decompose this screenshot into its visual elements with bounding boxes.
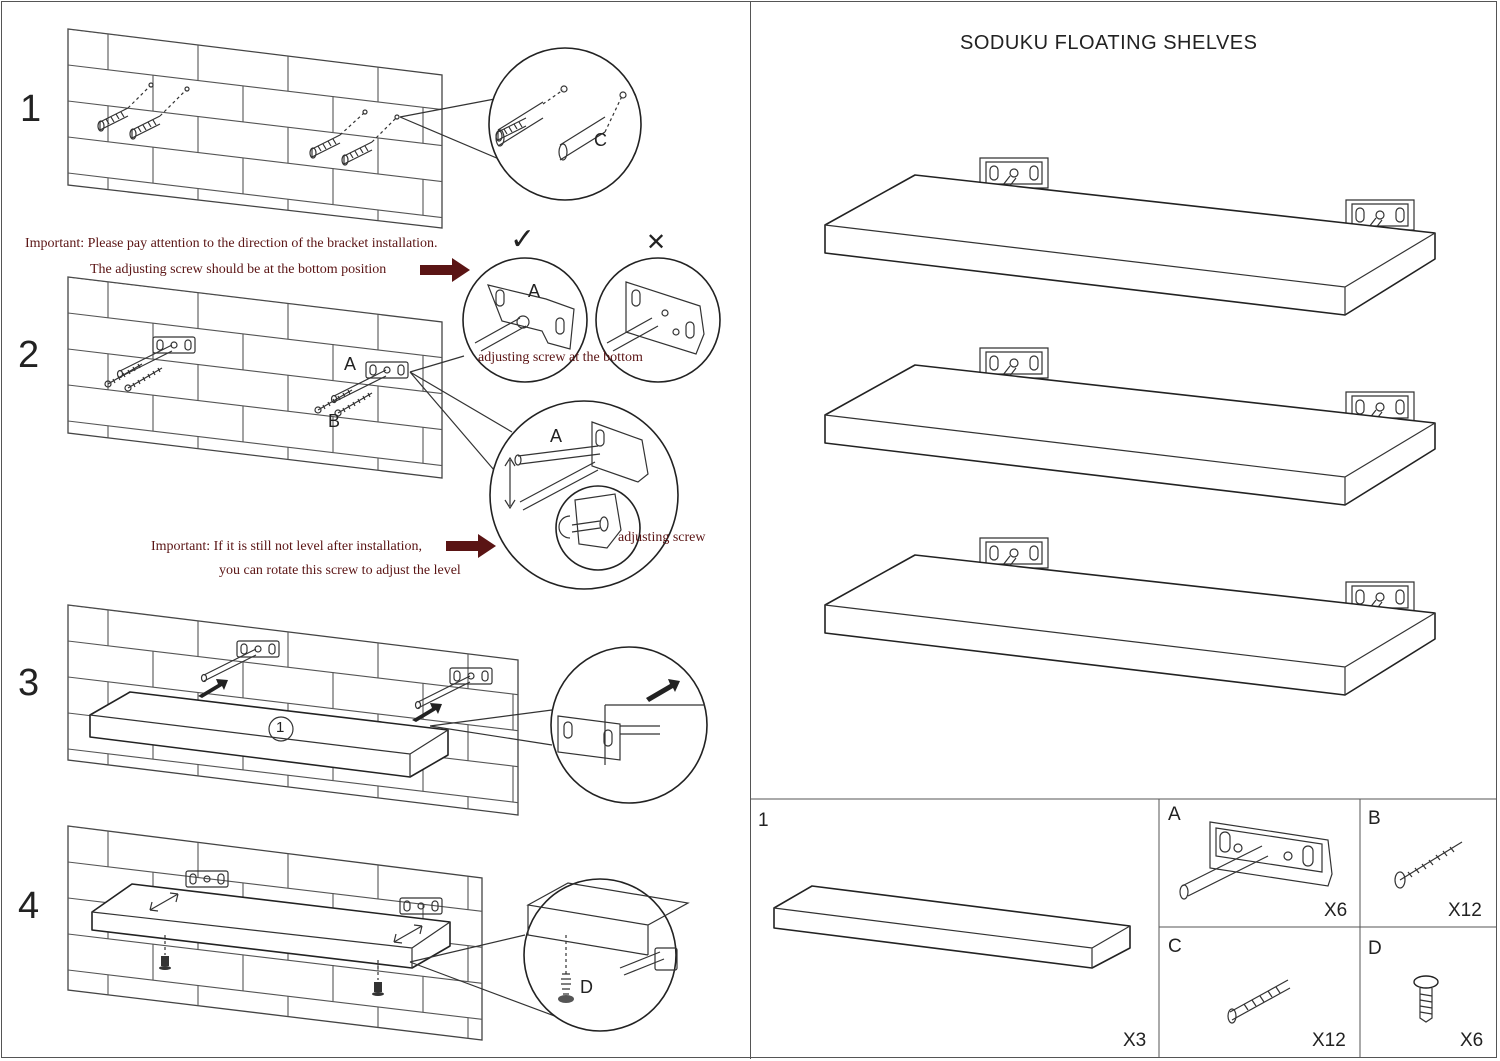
level-adjust-detail [489, 400, 679, 590]
note-level-rotate: you can rotate this screw to adjust the … [219, 563, 461, 578]
arrow-level-adjust [446, 534, 496, 558]
part-b-screw [1394, 841, 1463, 889]
panel-divider [750, 1, 751, 1059]
bracket-correct-detail [462, 257, 588, 383]
part-c-id: C [1168, 936, 1182, 957]
shelf-number-label: 1 [276, 719, 285, 736]
step3-detail-circle [550, 646, 708, 804]
note-adjusting-bottom: The adjusting screw should be at the bot… [90, 262, 387, 277]
label-adjusting-screw: adjusting screw [618, 530, 706, 545]
part-c-qty: X12 [1312, 1030, 1346, 1051]
step-2-number: 2 [18, 334, 40, 376]
part-1-id: 1 [758, 810, 769, 831]
part-c-anchor [1227, 979, 1291, 1024]
step4-wall [67, 825, 561, 1041]
step-1-number: 1 [20, 88, 42, 130]
part-b-id: B [1368, 808, 1381, 829]
step-3-number: 3 [18, 662, 40, 704]
step-4-number: 4 [18, 885, 40, 927]
label-c-anchor: C [594, 130, 607, 150]
arrow-bottom-position [420, 258, 470, 282]
shelf-1 [824, 157, 1436, 316]
step2-wall [67, 276, 513, 479]
part-d-id: D [1368, 938, 1382, 959]
note-level: Important: If it is still not level afte… [151, 539, 422, 554]
step1-wall [67, 28, 526, 229]
part-a-id: A [1168, 804, 1181, 825]
step3-wall [67, 604, 553, 816]
shelf-2 [824, 347, 1436, 506]
wrong-mark-icon: ✕ [646, 229, 667, 256]
label-a-level: A [550, 426, 563, 446]
label-d-screw: D [580, 977, 593, 997]
part-a-bracket [1179, 821, 1333, 900]
label-b-screw: B [328, 411, 341, 431]
label-adjusting-screw-bottom: adjusting screw at the bottom [478, 350, 643, 365]
note-bracket-direction: Important: Please pay attention to the d… [25, 236, 438, 251]
correct-mark-icon: ✓ [510, 223, 536, 256]
part-1-qty: X3 [1123, 1030, 1147, 1051]
label-a-bracket-detail: A [528, 281, 541, 301]
part-d-screw [1413, 975, 1439, 1023]
step4-detail-circle [523, 878, 690, 1032]
bracket-wrong-detail [595, 257, 721, 383]
part-1-shelf [773, 885, 1131, 969]
part-d-qty: X6 [1460, 1030, 1484, 1051]
shelf-3 [824, 537, 1436, 696]
label-a-bracket: A [344, 354, 357, 374]
part-a-qty: X6 [1324, 900, 1348, 921]
installation-diagram [67, 28, 721, 1041]
part-b-qty: X12 [1448, 900, 1482, 921]
step1-detail-circle [488, 47, 642, 201]
product-title: SODUKU FLOATING SHELVES [960, 32, 1258, 54]
